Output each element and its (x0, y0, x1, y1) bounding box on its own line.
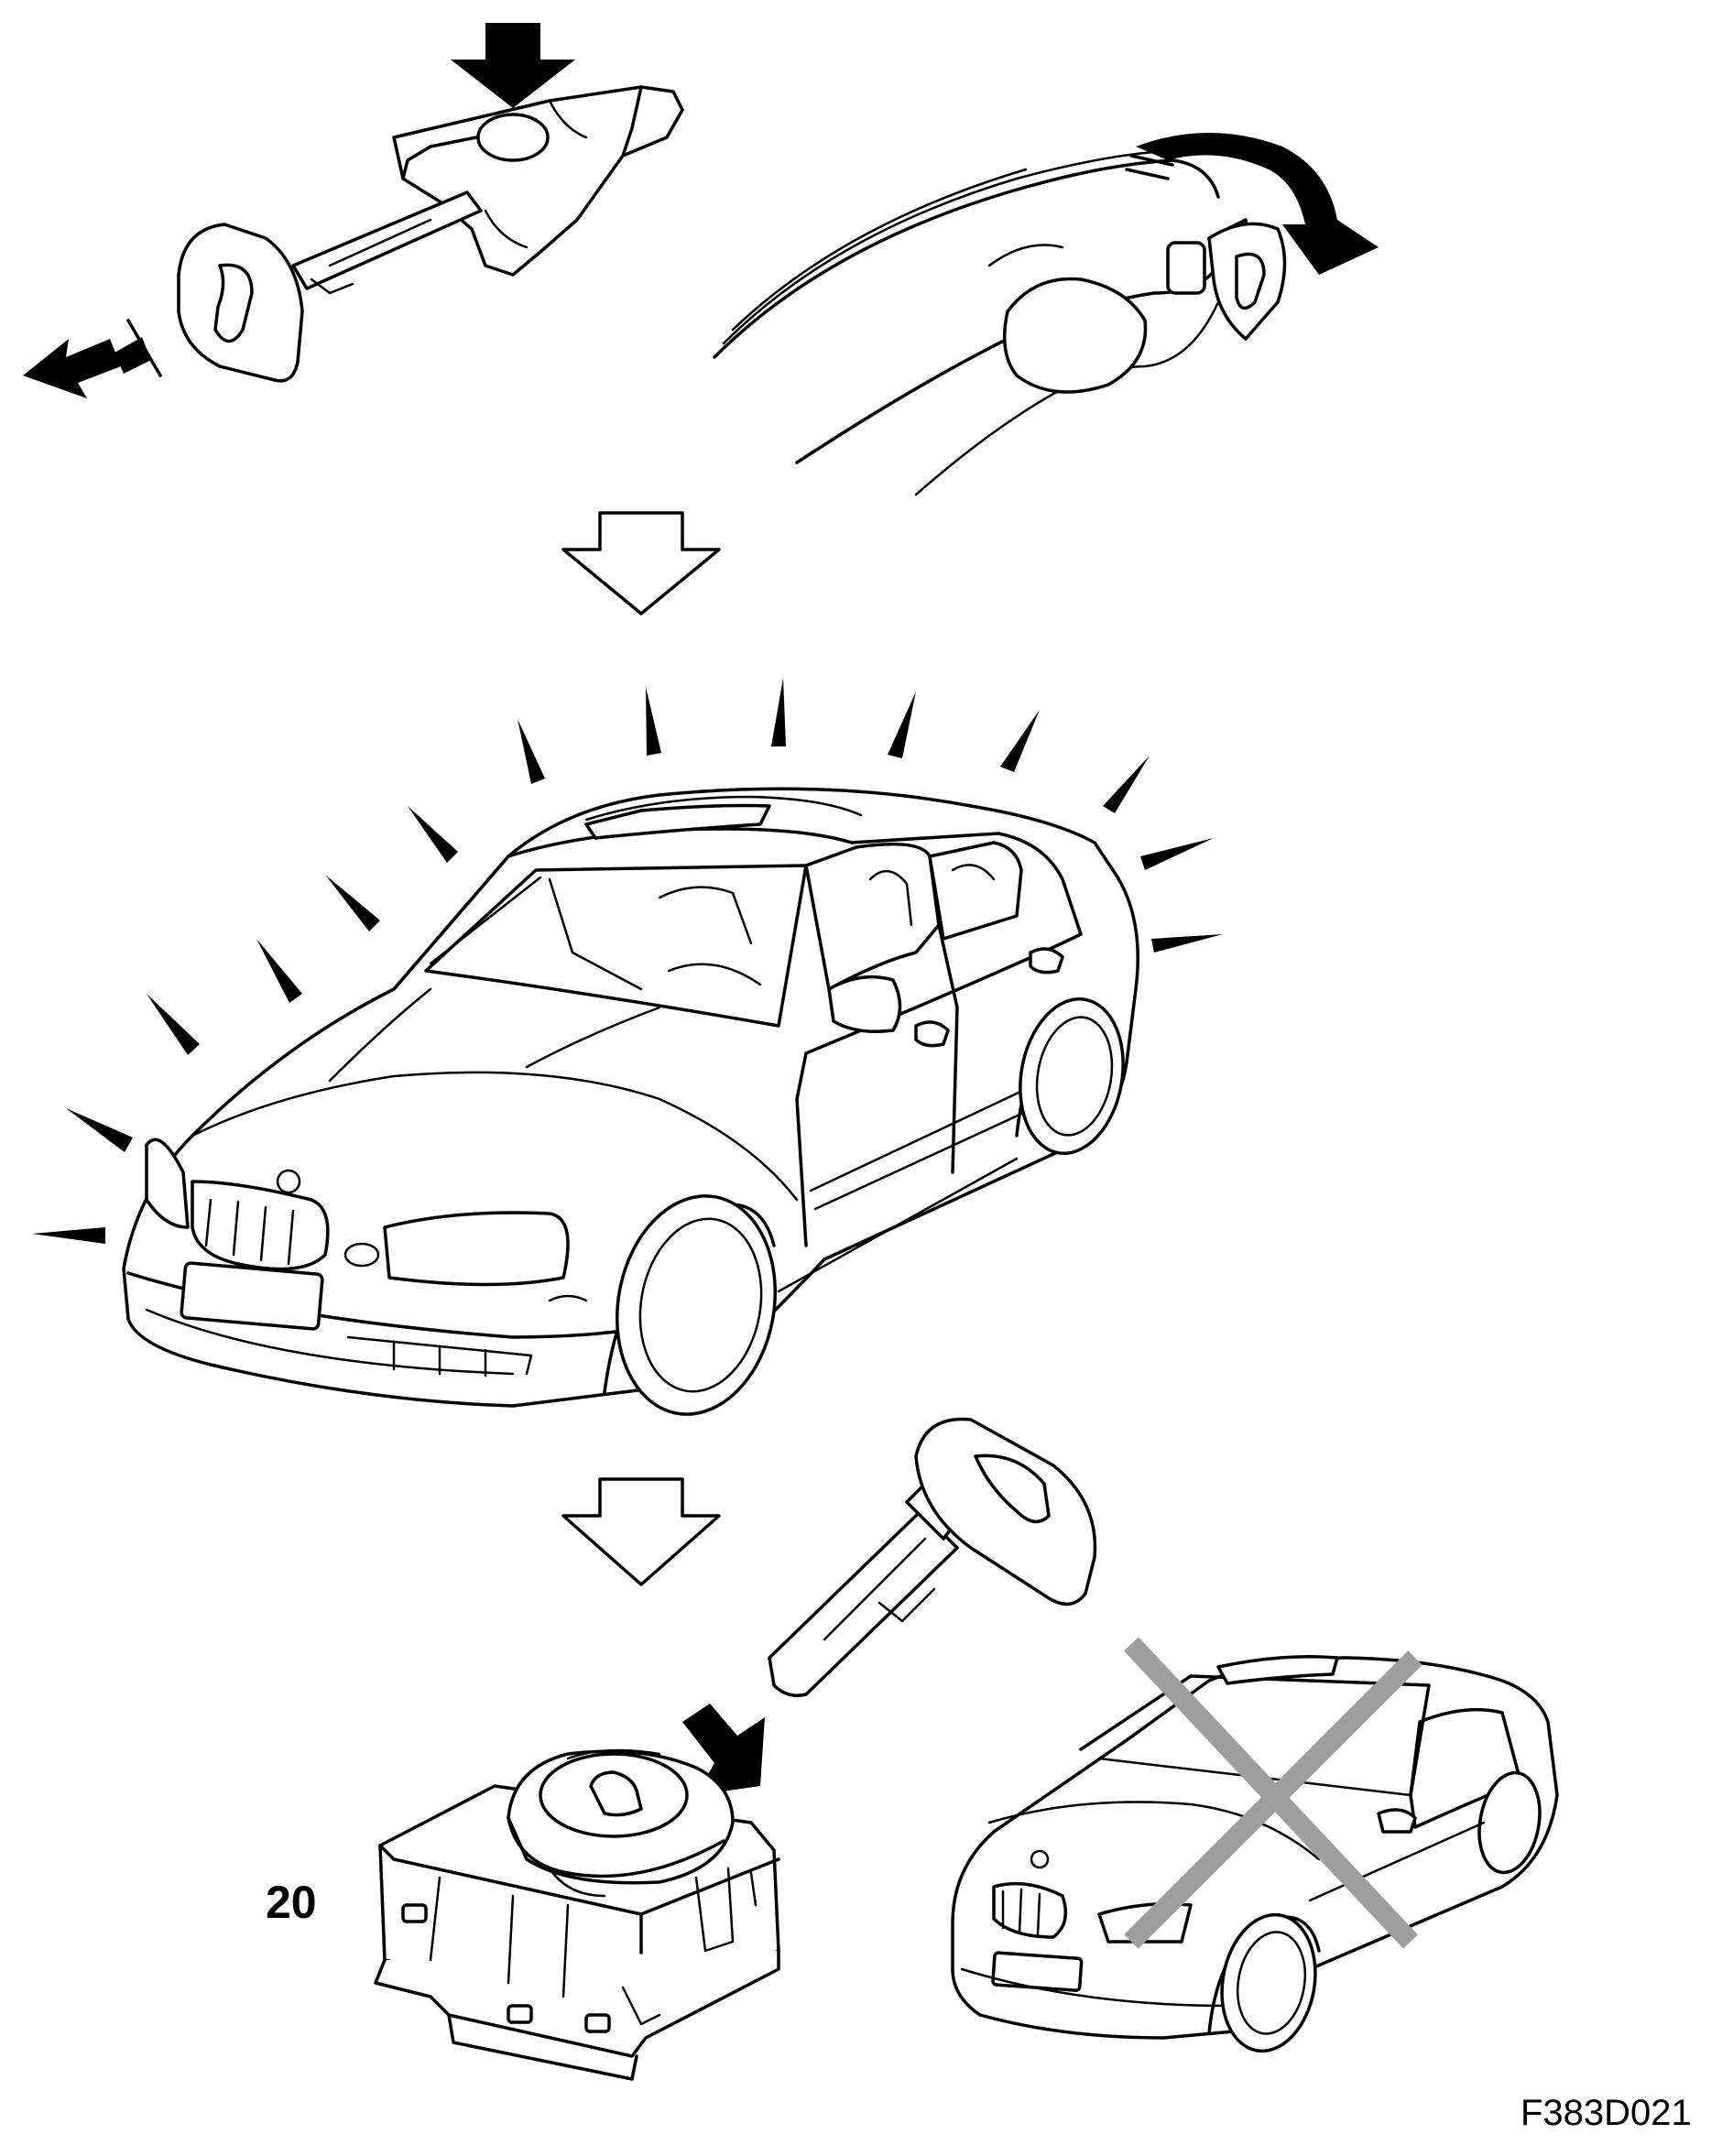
step-down-arrow-icon (561, 1477, 721, 1586)
figure-id-label: F383D021 (1520, 2093, 1692, 2133)
door-handle-icon (713, 149, 1287, 496)
part-number-label: 20 (266, 1877, 317, 1928)
key-icon (768, 1417, 1097, 1697)
car-flashing-icon (32, 678, 1223, 1416)
remove-arrow-icon (23, 319, 162, 398)
car-prohibited-icon (951, 1637, 1559, 2053)
step-down-arrow-icon (561, 511, 721, 615)
insert-arrow-icon (682, 1704, 765, 1795)
press-arrow-icon (451, 23, 575, 108)
rotate-arrow-icon (1125, 133, 1379, 275)
key-fob-icon (177, 85, 684, 383)
ignition-module-icon (374, 1748, 780, 2081)
